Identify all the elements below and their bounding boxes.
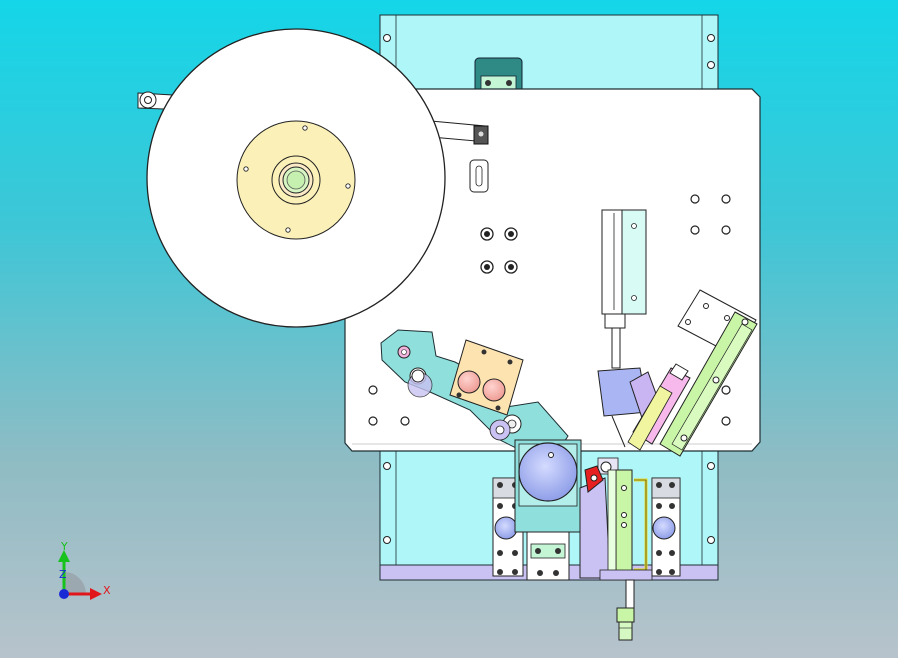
bottom-fitting xyxy=(616,579,635,641)
vertical-cylinder xyxy=(601,209,647,369)
z-axis-dot xyxy=(59,589,69,599)
pressure-block xyxy=(449,339,524,416)
x-axis-label: X xyxy=(103,584,111,597)
center-column xyxy=(579,457,653,581)
z-axis-label: Z xyxy=(59,568,67,581)
y-axis-label: Y xyxy=(60,540,68,553)
diagonal-guide xyxy=(627,289,758,457)
right-guide-blocks xyxy=(651,477,681,577)
tape-reel xyxy=(146,28,446,328)
reel-arm xyxy=(137,91,489,145)
orientation-triad: Y X Z xyxy=(58,540,111,600)
central-housing xyxy=(514,439,582,581)
